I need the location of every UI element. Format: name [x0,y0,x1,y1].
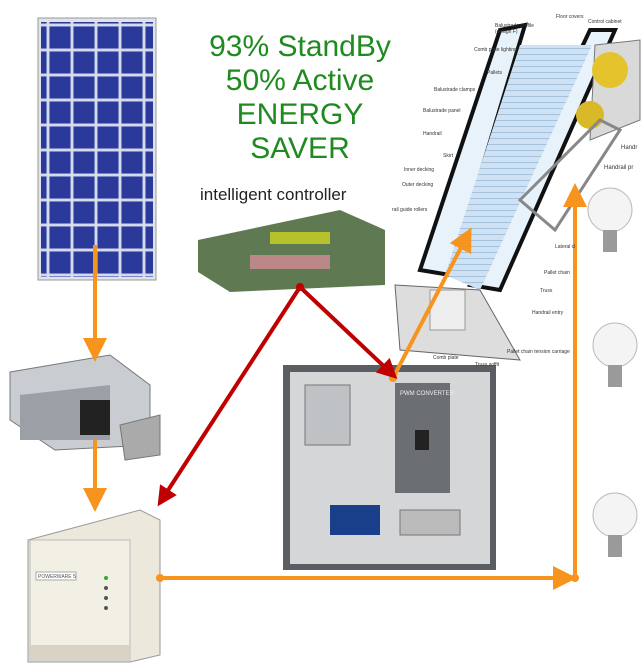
charge-controller-device [9,354,161,461]
ups-unit: POWERWARE 5 [27,509,161,663]
pwm-converter-cabinet: PWM CONVERTER [283,365,496,570]
escalator-label: Control cabinet [588,19,622,25]
escalator-label: Lateral cl [555,244,576,250]
escalator-label: Truss [540,288,553,294]
escalator-label: Handrail entry [532,310,564,316]
escalator-label: Inner decking [404,167,435,173]
escalator-label: Balustrade clamps [434,87,476,93]
headline-active: 50% Active [225,64,375,97]
escalator-label: Skirt [443,153,453,159]
power-flow-arrows [83,183,587,590]
headline-standby: 93% StandBy [209,30,391,63]
escalator-label: Handr [620,145,639,152]
escalator-label: Pallet chain tension carriage [507,349,570,355]
escalator-cutaway [394,22,641,361]
escalator-label: Comb plate [433,355,459,361]
ups-brand-label: POWERWARE 5 [38,574,76,580]
solar-panel [37,17,157,281]
escalator-label: Outer decking [402,182,434,188]
headline-energy: ENERGY [236,98,364,131]
escalator-label: Floor covers [556,14,584,20]
escalator-label: Handrail [423,131,442,137]
escalator-label: Comb plate lighting [474,47,517,53]
energy-saver-headline: 93% StandBy 50% Active ENERGY SAVER [190,30,410,166]
escalator-label: Balustrade panel [423,108,461,114]
controller-board [198,210,385,292]
light-bulb-1 [587,187,633,252]
escalator-label: Pallets [487,70,503,76]
escalator-label: Handrail pr [603,165,635,172]
escalator-label: rail guide rollers [392,207,428,213]
pwm-converter-label: PWM CONVERTER [400,391,455,397]
escalator-label: Truss soffit [475,362,500,368]
escalator-label: Balustrade profile (design F) [495,23,534,35]
escalator-label: Pallet chain [544,270,570,276]
controller-label: intelligent controller [200,185,347,204]
light-bulb-3 [592,492,638,557]
headline-saver: SAVER [250,132,350,165]
light-bulbs [587,187,638,557]
light-bulb-2 [592,322,638,387]
